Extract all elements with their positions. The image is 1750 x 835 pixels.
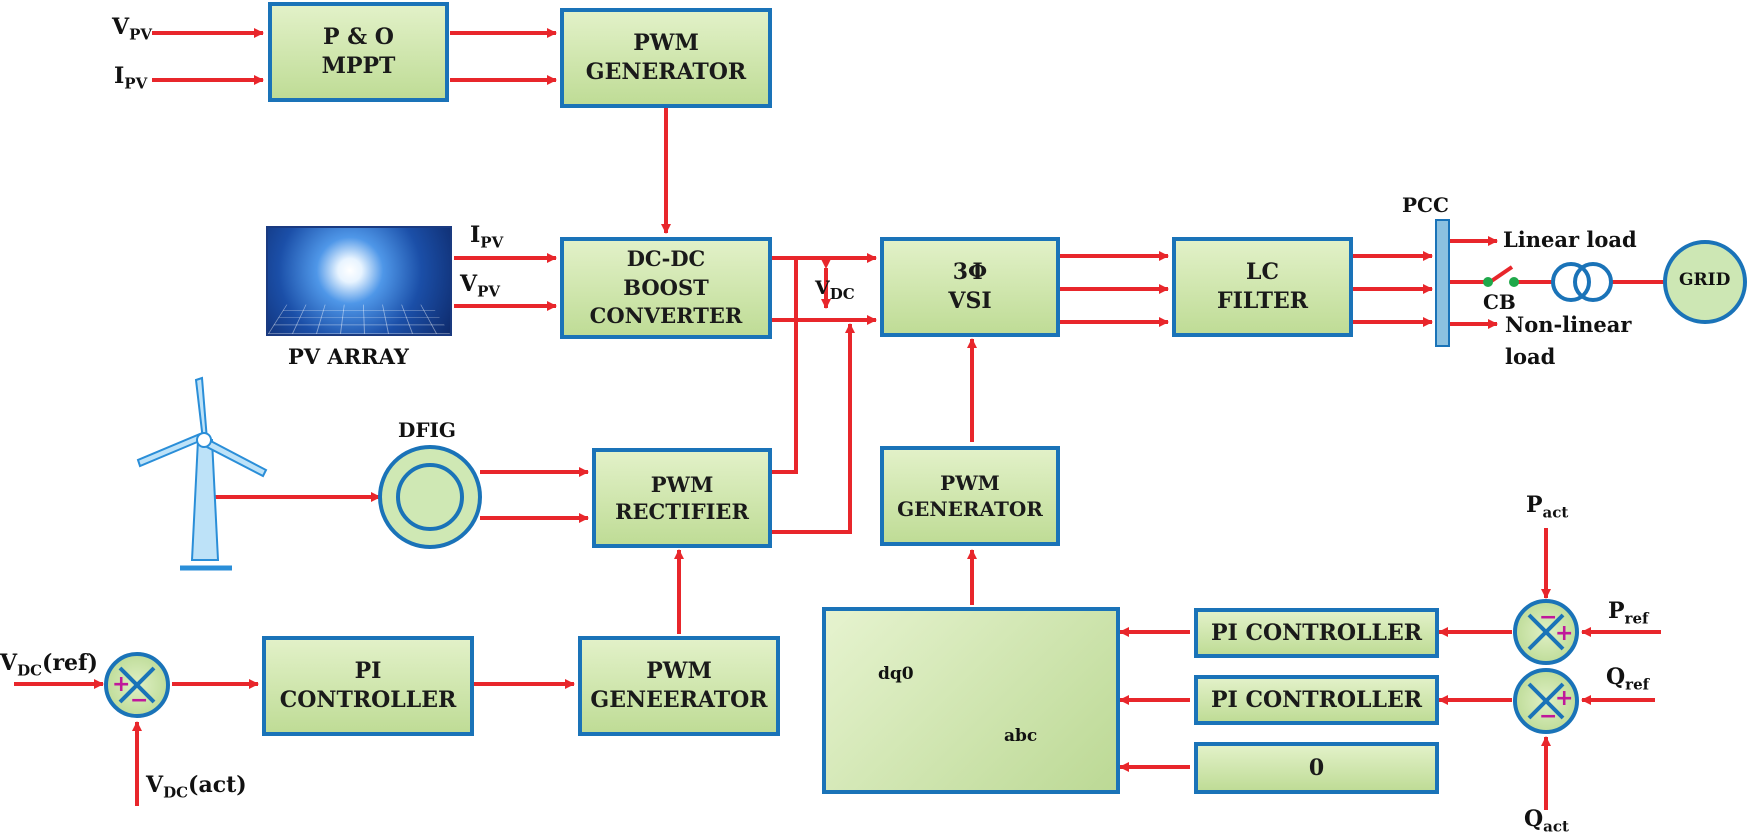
vpv-top-label: VPV xyxy=(112,14,152,44)
cb-contact-right xyxy=(1509,277,1519,287)
pi-controller-dc-block: PI CONTROLLER xyxy=(262,636,474,736)
vdc-summing-junction: + − xyxy=(104,652,170,718)
p-ref-label: Pref xyxy=(1608,598,1649,628)
vdc-ref-label: VDC(ref) xyxy=(0,650,98,680)
vdc-label: VDC xyxy=(815,277,855,303)
dfig-outer-circle xyxy=(378,445,482,549)
abc-label: abc xyxy=(1004,726,1038,746)
q-act-label: Qact xyxy=(1524,806,1569,835)
grid-circle xyxy=(1663,240,1747,324)
pi-controller-dc-line-1: PI xyxy=(354,658,382,685)
dcdc-boost-converter-block: DC-DC BOOST CONVERTER xyxy=(560,237,772,339)
wind-turbine-icon xyxy=(136,376,268,571)
pi-controller-q-block: PI CONTROLLER xyxy=(1194,675,1439,725)
dcdc-line-1: DC-DC xyxy=(626,246,706,272)
pwm-generator-top-block: PWM GENERATOR xyxy=(560,8,772,108)
q-summing-junction: + − xyxy=(1513,668,1579,734)
q-sum-cross-icon xyxy=(1527,682,1565,720)
transformer-coil-left xyxy=(1551,262,1591,302)
ipv-mid-label: IPV xyxy=(470,222,504,252)
po-mppt-block: P & O MPPT xyxy=(268,2,449,102)
pwm-generator-mid-line-2: GENERATOR xyxy=(897,497,1043,521)
vsi-block: 3Φ VSI xyxy=(880,237,1060,337)
dfig-label: DFIG xyxy=(398,418,456,442)
nonlinear-load-label-2: load xyxy=(1505,344,1556,369)
dcdc-line-3: CONVERTER xyxy=(589,303,743,329)
pv-array-image xyxy=(266,226,452,336)
p-sum-cross-icon xyxy=(1527,613,1565,651)
dq0-abc-transform-block xyxy=(822,607,1120,794)
vdc-sum-plus-sign: + xyxy=(112,672,131,697)
po-mppt-line-1: P & O xyxy=(323,24,394,51)
p-sum-plus-sign: + xyxy=(1555,621,1574,646)
pwm-geneerator-line-2: GENEERATOR xyxy=(590,687,768,713)
po-mppt-line-2: MPPT xyxy=(321,53,396,79)
p-act-label: Pact xyxy=(1526,492,1569,522)
pwm-generator-top-line-2: GENERATOR xyxy=(585,59,747,85)
grid-label: GRID xyxy=(1679,270,1731,290)
cb-switch-blade xyxy=(1488,265,1514,284)
dcdc-line-2: BOOST xyxy=(623,274,709,300)
pcc-label: PCC xyxy=(1402,193,1449,217)
pi-controller-q-label: PI CONTROLLER xyxy=(1210,686,1423,713)
dfig-inner-circle xyxy=(396,463,464,531)
pwm-rectifier-block: PWM RECTIFIER xyxy=(592,448,772,548)
pv-array-label: PV ARRAY xyxy=(288,344,409,369)
zero-block-label: 0 xyxy=(1308,754,1325,781)
ipv-top-label: IPV xyxy=(114,63,148,93)
cb-contact-left xyxy=(1483,277,1493,287)
pwm-generator-mid-line-1: PWM xyxy=(940,471,1000,495)
p-summing-junction: − + xyxy=(1513,599,1579,665)
vdc-sum-cross-icon xyxy=(118,666,156,704)
pwm-generator-mid-block: PWM GENERATOR xyxy=(880,446,1060,546)
pcc-bus-bar xyxy=(1435,219,1450,347)
vpv-mid-label: VPV xyxy=(460,271,500,301)
q-sum-minus-sign: − xyxy=(1539,704,1558,729)
pi-controller-p-label: PI CONTROLLER xyxy=(1210,619,1423,646)
nonlinear-load-label-1: Non-linear xyxy=(1505,312,1632,337)
rectifier-to-dclink-2 xyxy=(772,323,855,534)
p-sum-minus-sign: − xyxy=(1539,605,1558,630)
lc-filter-line-2: FILTER xyxy=(1216,288,1308,314)
transformer-coil-right xyxy=(1573,262,1613,302)
pwm-rectifier-line-2: RECTIFIER xyxy=(615,499,749,524)
pwm-generator-top-line-1: PWM xyxy=(633,30,699,57)
pi-controller-dc-line-2: CONTROLLER xyxy=(279,687,457,713)
pi-controller-p-block: PI CONTROLLER xyxy=(1194,608,1439,658)
pwm-geneerator-line-1: PWM xyxy=(646,658,712,685)
lc-filter-block: LC FILTER xyxy=(1172,237,1353,337)
vdc-sum-minus-sign: − xyxy=(130,688,149,713)
rectifier-to-dclink-1 xyxy=(772,258,798,474)
dq0-label: dq0 xyxy=(878,664,914,684)
vsi-line-1: 3Φ xyxy=(952,259,988,286)
pwm-geneerator-block: PWM GENEERATOR xyxy=(578,636,780,736)
linear-load-label: Linear load xyxy=(1503,227,1637,252)
vdc-act-label: VDC(act) xyxy=(146,772,247,802)
pwm-rectifier-line-1: PWM xyxy=(650,471,714,497)
vsi-line-2: VSI xyxy=(948,288,992,314)
q-sum-plus-sign: + xyxy=(1555,686,1574,711)
zero-block: 0 xyxy=(1194,742,1439,794)
q-ref-label: Qref xyxy=(1606,664,1650,694)
lc-filter-line-1: LC xyxy=(1246,259,1279,286)
cb-label: CB xyxy=(1483,290,1516,314)
